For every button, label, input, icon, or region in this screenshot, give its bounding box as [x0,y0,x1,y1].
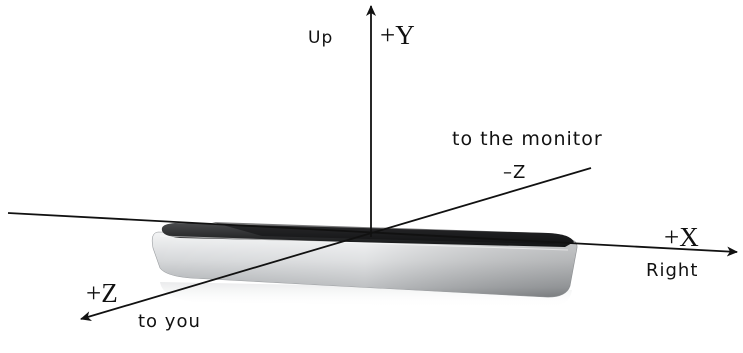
device-image [151,222,578,298]
y-axis-word-label: Up [308,28,334,48]
z-axis-word-label: to you [138,311,201,332]
x-axis-word-label: Right [646,260,699,281]
y-axis-label: +Y [380,20,415,50]
neg-z-word-label: to the monitor [452,128,603,150]
x-axis-label: +X [664,222,699,252]
z-axis-line [80,167,592,321]
neg-z-axis-label: –Z [503,162,527,183]
z-axis-label: +Z [86,278,118,308]
